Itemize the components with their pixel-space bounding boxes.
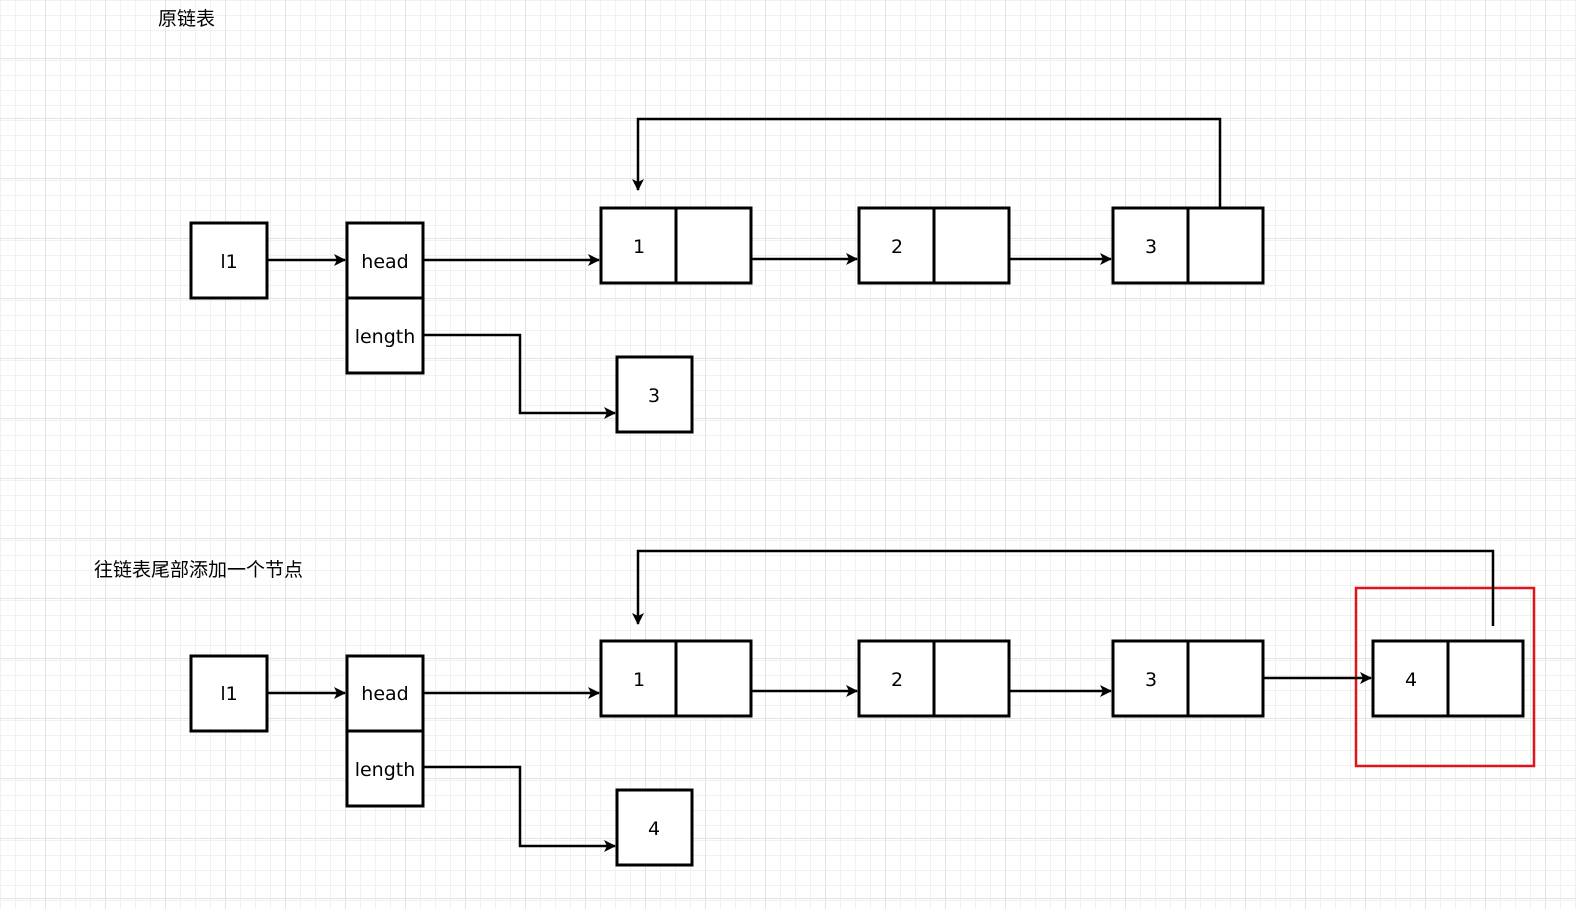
arrow-circular-back xyxy=(632,117,1222,208)
field-length: length xyxy=(355,759,416,781)
diagram-after-append: l1 head length 1 2 3 4 xyxy=(189,549,1536,867)
length-value-box: 3 xyxy=(615,355,694,434)
field-head: head xyxy=(361,251,408,273)
list-object: head length xyxy=(345,221,425,375)
variable-box: l1 xyxy=(189,654,269,733)
node-value: 3 xyxy=(1145,236,1157,258)
list-node: 3 xyxy=(1111,206,1265,285)
list-node: 2 xyxy=(857,206,1011,285)
list-node: 1 xyxy=(599,639,753,718)
arrow-circular-back xyxy=(632,549,1495,626)
title-original-list: 原链表 xyxy=(158,8,216,30)
variable-box: l1 xyxy=(189,221,269,300)
arrow-length-to-value xyxy=(423,765,616,852)
list-node: 3 xyxy=(1111,639,1265,718)
length-value-box: 4 xyxy=(615,788,694,867)
node-value: 1 xyxy=(633,236,645,258)
variable-label: l1 xyxy=(220,251,237,273)
node-value: 2 xyxy=(891,669,903,691)
list-node: 2 xyxy=(857,639,1011,718)
arrow-length-to-value xyxy=(423,333,616,419)
variable-label: l1 xyxy=(220,683,237,705)
length-value: 4 xyxy=(648,818,660,840)
length-value: 3 xyxy=(648,385,660,407)
field-head: head xyxy=(361,683,408,705)
list-node-new: 4 xyxy=(1371,639,1525,718)
field-length: length xyxy=(355,326,416,348)
node-value: 4 xyxy=(1405,669,1417,691)
node-value: 3 xyxy=(1145,669,1157,691)
list-object: head length xyxy=(345,654,425,808)
node-value: 1 xyxy=(633,669,645,691)
diagram-original: l1 head length 1 2 3 3 xyxy=(189,117,1265,434)
node-value: 2 xyxy=(891,236,903,258)
list-node: 1 xyxy=(599,206,753,285)
title-append-node: 往链表尾部添加一个节点 xyxy=(94,559,304,581)
